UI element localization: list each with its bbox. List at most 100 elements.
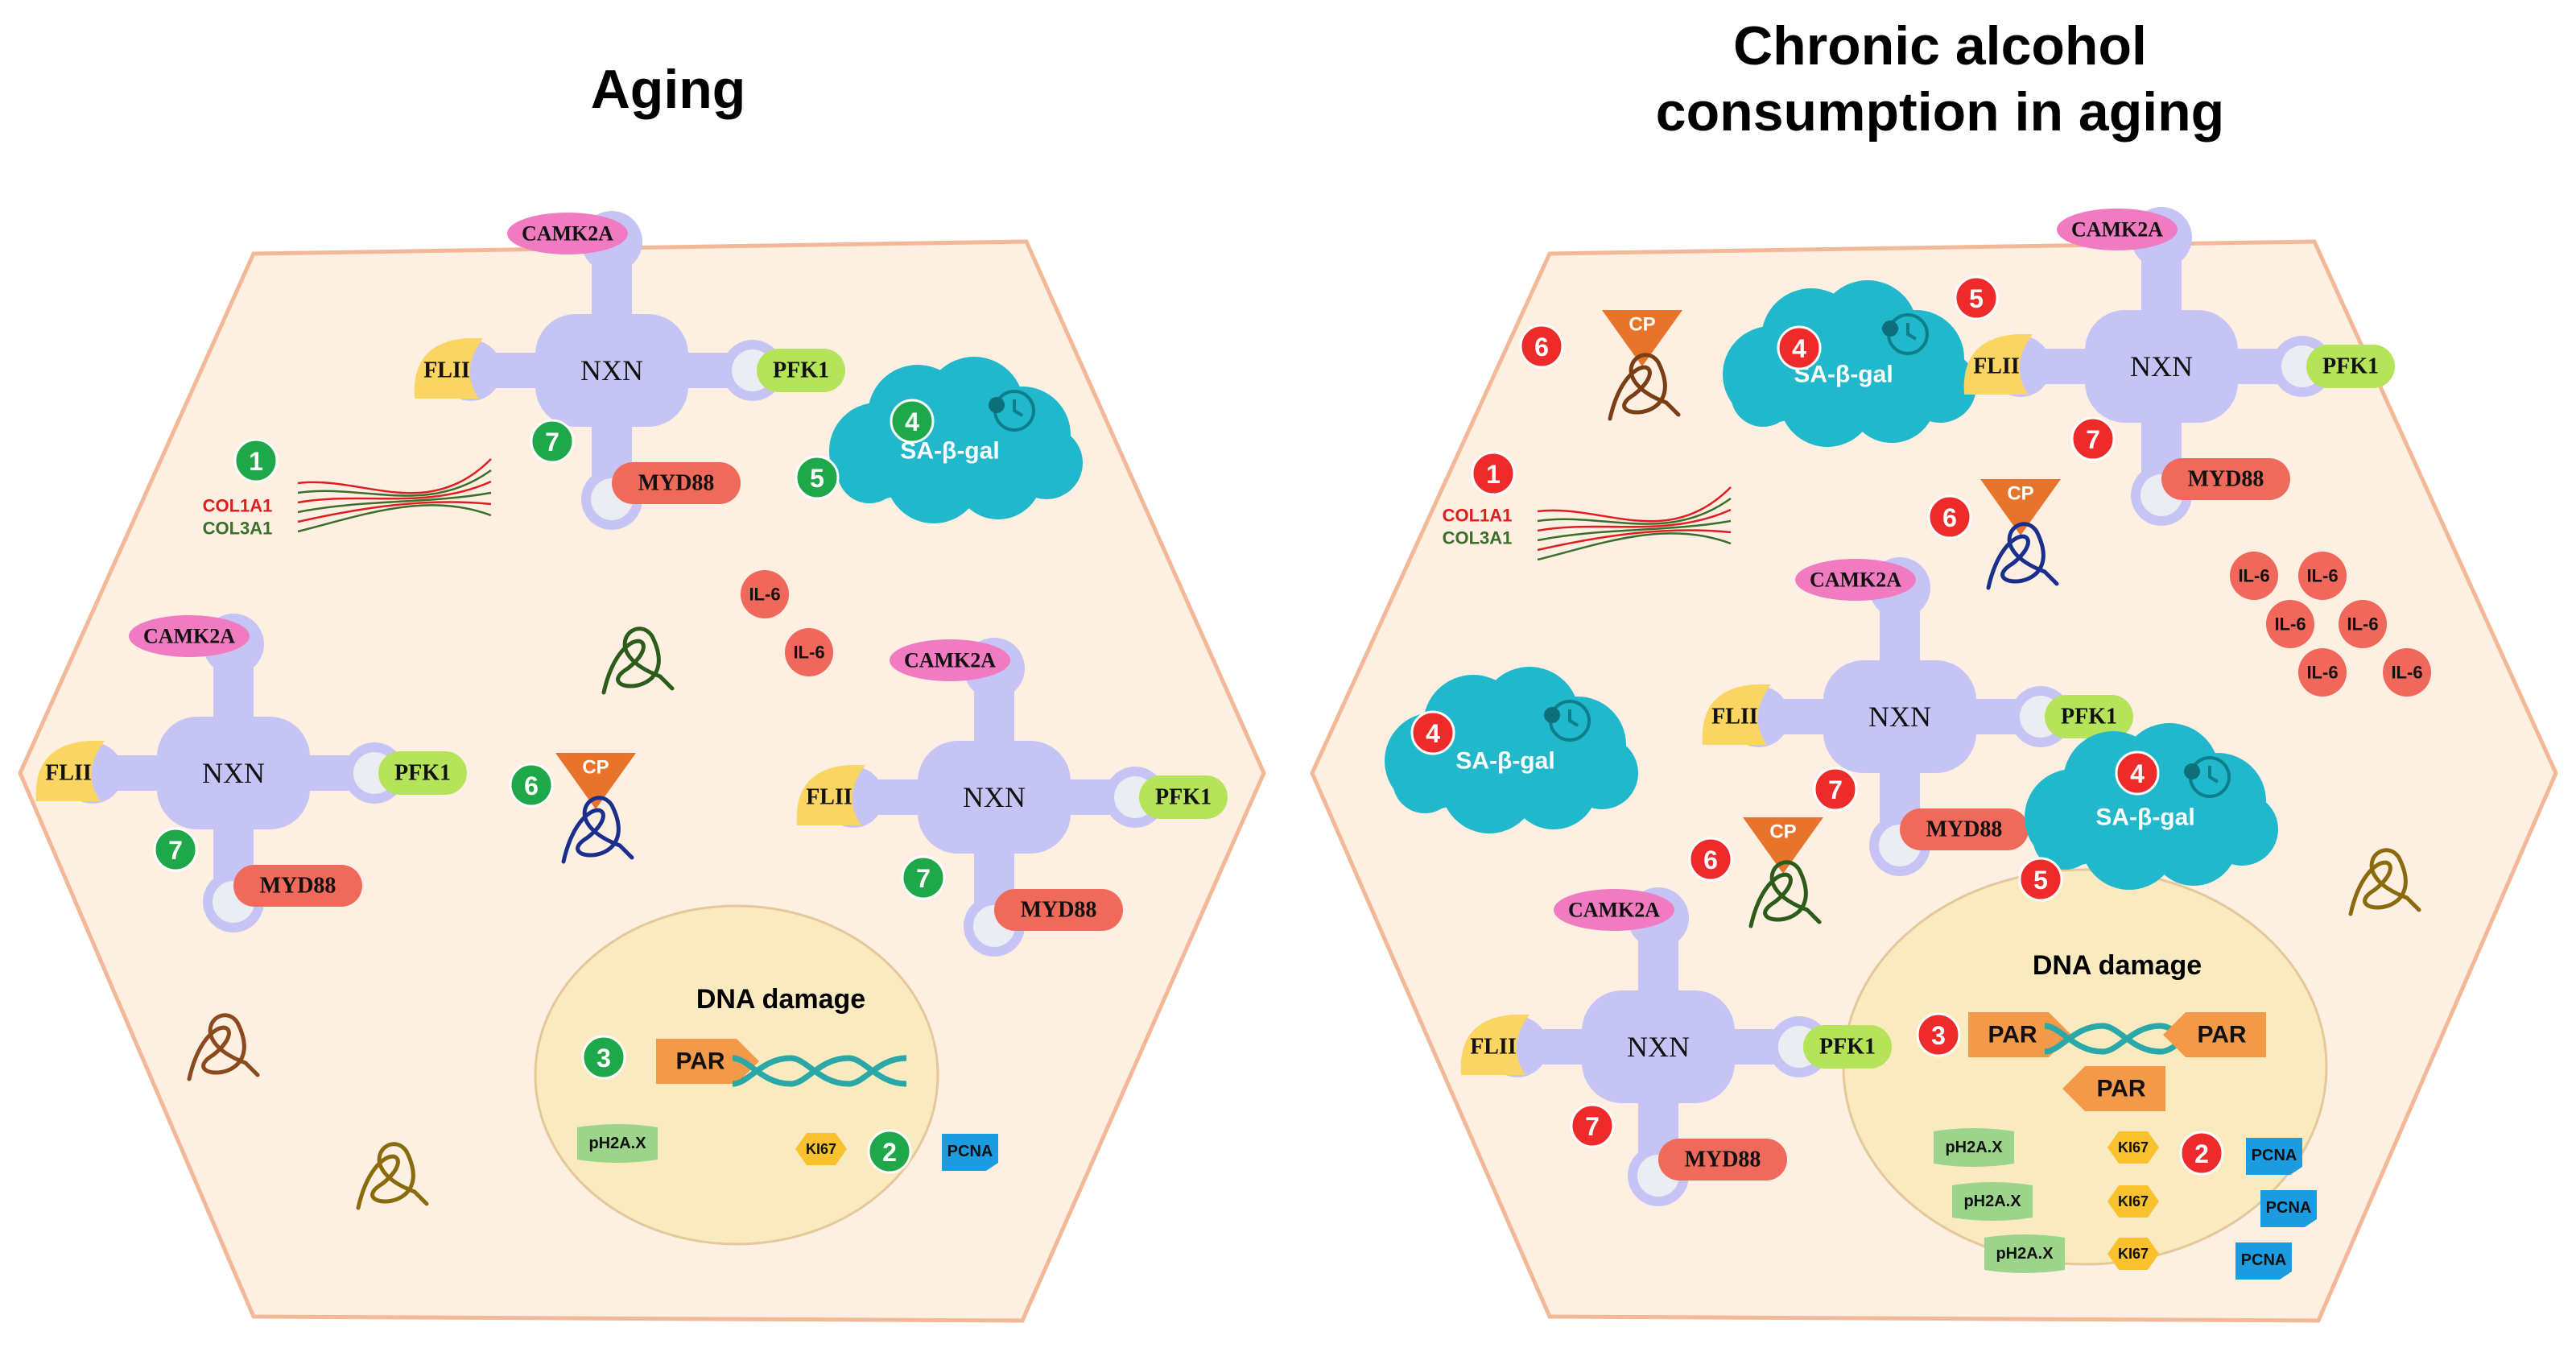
helix-strand — [848, 1055, 907, 1087]
il6-shape — [2298, 648, 2347, 697]
myd88-protein-label: MYD88 — [638, 471, 715, 496]
pfk1-protein-label: PFK1 — [773, 358, 829, 383]
marker-circle — [2115, 750, 2160, 796]
ph2ax-tag: pH2A.X — [1934, 1128, 2014, 1167]
ph2ax-label: pH2A.X — [1945, 1139, 2003, 1156]
marker-circle — [2070, 416, 2116, 461]
nxn-body — [1582, 990, 1735, 1103]
il6-cytokine: IL-6 — [2298, 648, 2347, 697]
pcna-tag: PCNA — [2246, 1138, 2302, 1175]
cloud-lobe — [1731, 362, 1795, 427]
il6-shape — [2298, 552, 2347, 600]
il6-cytokine: IL-6 — [2383, 648, 2431, 697]
marker-number: 4 — [1792, 334, 1806, 363]
pfk1-protein-label: PFK1 — [2322, 354, 2379, 379]
pfk1-protein-shape — [2306, 345, 2395, 388]
nxn-label: NXN — [1868, 701, 1931, 733]
cp-label: CP — [582, 757, 609, 779]
flii-label: FLII — [1470, 1035, 1517, 1060]
camk2a-shape — [1554, 889, 1674, 931]
aggregate-tangle-icon — [187, 1013, 260, 1081]
par-tag: PAR — [656, 1039, 759, 1084]
dna-helix-icon — [732, 1055, 907, 1087]
collagen-fiber — [1537, 529, 1732, 552]
ph2ax-tag: pH2A.X — [577, 1124, 658, 1163]
step-marker-3: 3 — [1916, 1012, 1961, 1057]
marker-circle — [1519, 324, 1564, 369]
ki67-tag: KI67 — [795, 1133, 847, 1165]
par-label: PAR — [2197, 1022, 2246, 1048]
aggregate-tangle-icon — [2348, 848, 2421, 916]
par-tag: PAR — [2163, 1012, 2266, 1057]
sa-bgal-label: SA-β-gal — [1455, 748, 1554, 775]
pcna-label: PCNA — [2266, 1199, 2312, 1217]
marker-number: 1 — [249, 447, 263, 476]
marker-circle — [1916, 1012, 1961, 1057]
step-marker-6: 6 — [1519, 324, 1564, 369]
il6-shape — [785, 628, 833, 676]
title-alcohol-line2: consumption in aging — [1655, 81, 2225, 143]
cp-label: CP — [2007, 483, 2033, 505]
marker-circle — [1410, 710, 1455, 755]
marker-circle — [233, 438, 279, 483]
ki67-label: KI67 — [806, 1141, 836, 1157]
sa-bgal-cloud-icon: SA-β-gal — [1723, 280, 1976, 447]
marker-number: 6 — [1703, 846, 1718, 874]
tangle-strand — [356, 1142, 429, 1210]
marker-number: 3 — [1931, 1021, 1946, 1050]
collagen-fiber — [297, 504, 492, 533]
marker-circle — [581, 1035, 626, 1080]
myd88-protein: MYD88 — [233, 865, 362, 907]
flii-shape — [1702, 684, 1771, 745]
il6-cytokine: IL-6 — [741, 570, 789, 618]
il6-cytokine: IL-6 — [2266, 600, 2314, 648]
marker-circle — [1813, 767, 1858, 812]
ki67-tag: KI67 — [2107, 1238, 2159, 1270]
nxn-label: NXN — [580, 354, 643, 387]
cloud-lobe — [1904, 350, 1976, 423]
il6-label: IL-6 — [793, 643, 824, 663]
marker-circle — [2018, 857, 2063, 902]
pcna-shape — [2246, 1138, 2302, 1175]
step-marker-1: 1 — [233, 438, 279, 483]
par-shape — [2062, 1066, 2165, 1111]
collagen-fiber — [1537, 486, 1732, 523]
marker-circle — [1688, 837, 1733, 882]
cp-triangle — [1980, 479, 2061, 535]
clock-badge — [1882, 320, 1898, 337]
helix-strand — [790, 1055, 849, 1087]
clock-badge — [1544, 707, 1560, 723]
camk2a-label: CAMK2A — [2071, 218, 2163, 242]
sa-bgal-cloud-icon: SA-β-gal — [1385, 667, 1638, 833]
cloud-lobe — [1566, 737, 1638, 809]
marker-circle — [795, 455, 840, 500]
camk2a-shape — [129, 615, 250, 657]
step-marker-2: 2 — [867, 1129, 912, 1174]
nxn-body — [535, 314, 688, 427]
flii-label: FLII — [1973, 354, 2020, 379]
sa-bgal-cloud-icon: SA-β-gal — [2025, 723, 2278, 890]
step-marker-7: 7 — [1813, 767, 1858, 812]
par-label: PAR — [675, 1048, 724, 1075]
title-alcohol: Chronic alcohol consumption in aging — [1497, 13, 2383, 145]
step-marker-6: 6 — [509, 763, 554, 808]
camk2a-label: CAMK2A — [1810, 569, 1901, 592]
il6-cytokine: IL-6 — [2339, 600, 2387, 648]
marker-number: 4 — [905, 407, 919, 436]
helix-strand — [732, 1055, 791, 1087]
cp-tangle — [1748, 860, 1822, 928]
step-marker-5: 5 — [795, 455, 840, 500]
ki67-tag: KI67 — [2107, 1131, 2159, 1164]
col1a1-label: COL1A1 — [1443, 506, 1513, 526]
marker-number: 1 — [1486, 460, 1501, 489]
step-marker-4: 4 — [1410, 710, 1455, 755]
pcna-tag: PCNA — [2235, 1242, 2292, 1280]
ki67-label: KI67 — [2118, 1139, 2149, 1156]
cp-protein-icon: CP — [1602, 310, 1682, 366]
step-marker-5: 5 — [1954, 275, 1999, 320]
sa-bgal-label: SA-β-gal — [2095, 804, 2194, 831]
